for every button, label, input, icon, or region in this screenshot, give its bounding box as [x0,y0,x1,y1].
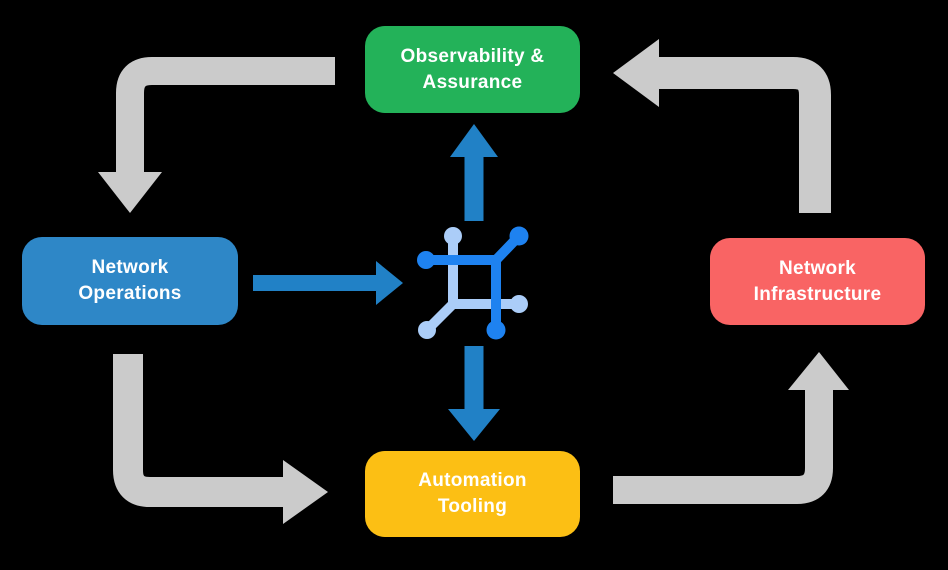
network-icon-light-dots [418,227,528,339]
arrow-shaft [116,57,335,174]
arrow-head-down-icon [448,409,500,441]
arrow-shaft [113,354,284,507]
arrow-head-up-icon [788,352,849,390]
node-automation-tooling: Automation Tooling [365,451,580,537]
arrow-head-left-icon [613,39,659,107]
network-icon-dark-dots [417,226,529,340]
node-label: Network Operations [78,257,182,304]
arrow-head-up-icon [450,124,498,157]
node-network-operations: Network Operations [22,237,238,325]
network-nodes-icon [417,226,529,340]
node-label: Network Infrastructure [753,257,882,305]
arrow-operations-to-automation [113,354,328,524]
arrow-shaft [613,390,833,504]
node-label: Automation Tooling [418,470,527,517]
arrow-head-down-icon [98,172,162,213]
node-network-infrastructure: Network Infrastructure [710,238,925,325]
arrow-automation-to-infrastructure [613,352,849,504]
arrow-center-to-observability [450,124,498,221]
arrow-center-to-automation [448,346,500,441]
arrow-shaft [659,57,831,213]
arrow-infrastructure-to-observability [613,39,831,213]
arrow-head-right-icon [283,460,328,524]
node-observability-assurance: Observability & Assurance [365,26,580,113]
arrow-operations-to-center [253,261,403,305]
node-label: Observability & Assurance [400,45,545,93]
arrow-head-right-icon [376,261,403,305]
arrow-observability-to-operations [98,57,335,213]
